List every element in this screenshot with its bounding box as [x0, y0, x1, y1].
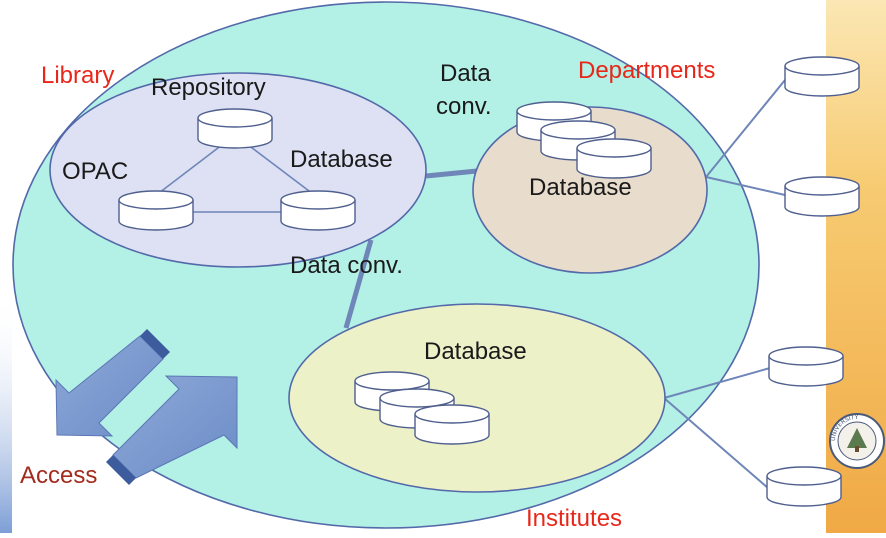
external-database-icon-1 — [784, 56, 860, 97]
external-database-icon-3 — [768, 346, 844, 387]
departments-external-link-2 — [705, 176, 786, 196]
opac-label: OPAC — [62, 158, 129, 185]
institutes-external-link-1 — [663, 367, 771, 399]
departments-database-icon-3 — [576, 138, 652, 179]
data-conv-top-line2: conv. — [436, 93, 492, 120]
opac-database-icon — [118, 190, 194, 231]
institutes-ellipse — [288, 303, 666, 493]
library-database-icon — [280, 190, 356, 231]
external-database-icon-2 — [784, 176, 860, 217]
departments-database-label: Database — [529, 174, 632, 201]
external-database-icon-4 — [766, 466, 842, 507]
library-institutes-link — [343, 239, 374, 329]
departments-label: Departments — [578, 57, 716, 84]
data-conv-middle-label: Data conv. — [290, 252, 403, 279]
repository-database-icon — [197, 108, 273, 149]
institutes-database-label: Database — [424, 338, 527, 365]
institutes-label: Institutes — [526, 505, 623, 532]
repository-label: Repository — [151, 74, 266, 101]
access-incoming-arrow-icon — [106, 375, 238, 485]
institutes-database-icon-3 — [414, 404, 490, 445]
library-label: Library — [41, 62, 115, 89]
library-database-label: Database — [290, 146, 393, 173]
university-seal-logo: UNIVERSITY — [829, 413, 885, 469]
library-departments-link — [425, 168, 478, 179]
institutes-external-link-2 — [663, 397, 769, 489]
data-conv-top-line1: Data — [440, 60, 491, 87]
left-accent-bar — [0, 0, 12, 533]
departments-external-link-1 — [705, 79, 786, 178]
access-outgoing-arrow-icon — [55, 329, 170, 437]
access-label: Access — [20, 462, 98, 489]
